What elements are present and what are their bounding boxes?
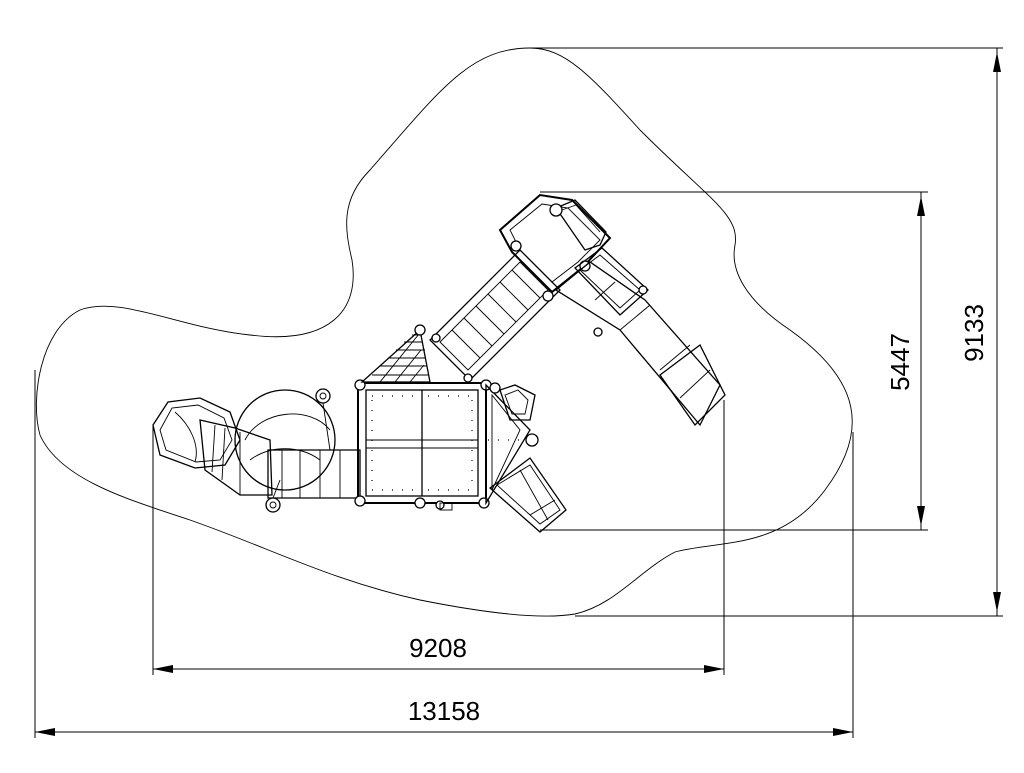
dimension-equipment-height: 5447 xyxy=(540,191,928,531)
dimension-total-height-label: 9133 xyxy=(959,304,989,362)
dimension-equipment-height-label: 5447 xyxy=(885,333,915,391)
dimension-total-height: 9133 xyxy=(530,47,1003,617)
safety-zone-outline xyxy=(35,47,853,617)
short-slide-lower xyxy=(488,457,567,533)
main-platform xyxy=(354,379,492,511)
tube-slide-left xyxy=(152,388,361,513)
long-slide-upper xyxy=(554,247,726,427)
dimension-total-width-label: 13158 xyxy=(408,696,480,726)
dimension-total-width: 13158 xyxy=(34,370,854,738)
diagonal-stair xyxy=(429,249,561,383)
corner-deck xyxy=(485,382,539,506)
dimension-equipment-width: 9208 xyxy=(152,400,725,675)
dimension-equipment-width-label: 9208 xyxy=(409,633,467,663)
triangle-roof-panel xyxy=(360,324,431,383)
